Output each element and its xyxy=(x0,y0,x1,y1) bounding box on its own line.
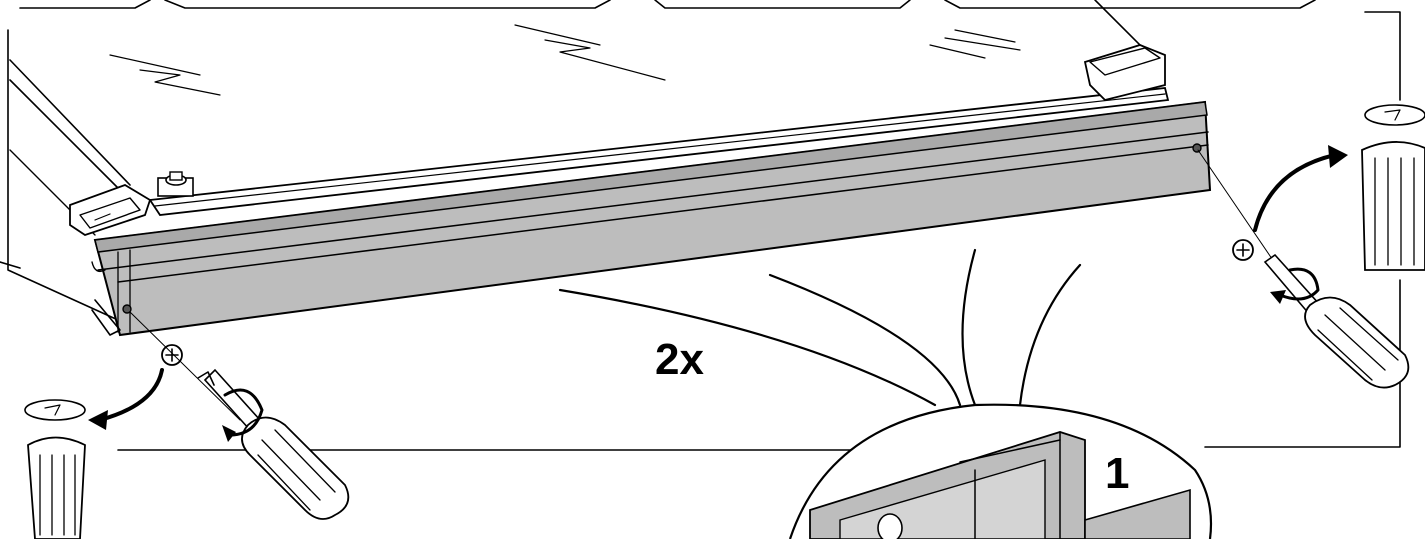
quantity-label: 2x xyxy=(655,335,704,384)
rotate-arrow-icon xyxy=(1253,145,1348,232)
clip-left xyxy=(69,184,152,236)
rotate-arrow-icon xyxy=(222,388,264,442)
stud-left xyxy=(157,171,194,197)
screwdriver-icon xyxy=(197,368,350,520)
clip-right xyxy=(1083,44,1166,101)
leader-lines xyxy=(558,248,1082,407)
detail-profile xyxy=(809,431,1191,539)
upper-profile xyxy=(148,87,1170,216)
step-number-label: 1 xyxy=(1105,449,1129,498)
rotate-arrow-icon xyxy=(1270,267,1320,304)
screwdriver-icon xyxy=(1263,253,1410,389)
detail-inset xyxy=(788,403,1213,539)
cap-icon xyxy=(1361,104,1425,271)
frame xyxy=(0,0,1401,451)
glass-panel xyxy=(9,0,1175,236)
rotate-arrow-icon xyxy=(88,368,164,430)
screw-icon xyxy=(161,344,183,366)
rail xyxy=(91,100,1212,337)
screw-icon xyxy=(1232,239,1254,261)
cap-icon xyxy=(24,399,86,539)
